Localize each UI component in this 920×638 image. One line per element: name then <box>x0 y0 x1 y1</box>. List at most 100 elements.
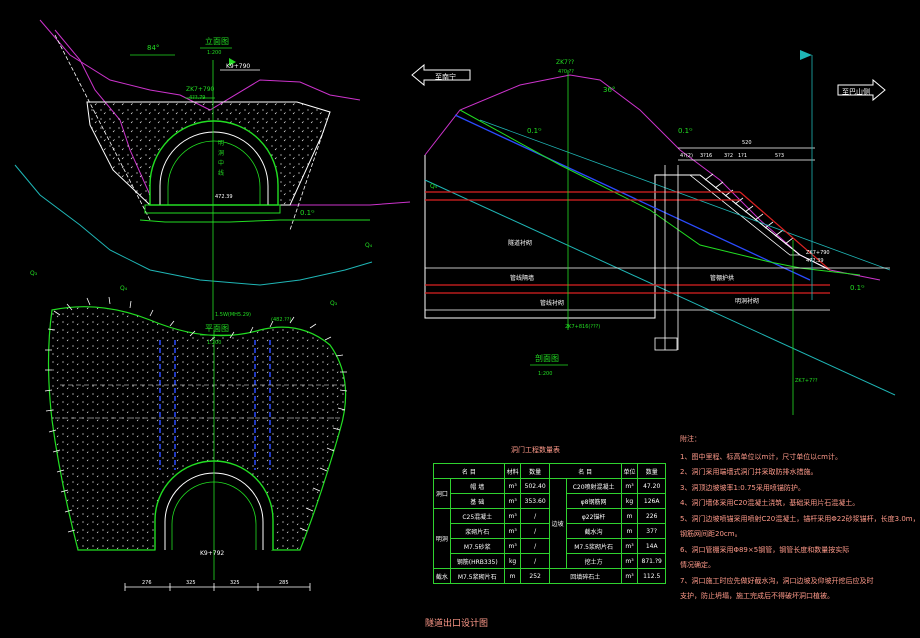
table-cell: 126A <box>637 493 666 509</box>
table-cell: m³ <box>620 478 639 494</box>
table-cell: 14A <box>637 538 666 554</box>
labels: 立面图 1:200 84° K9+790 ZK7+790 4??.79 472.… <box>30 36 870 629</box>
note-line: 4、洞门墙体采用C20混凝土浇筑，基础采用片石混凝土。 <box>680 499 860 507</box>
table-row: 洞口 帽 墙 m³ 502.40 边坡 C20喷射混凝土 m³ 47.20 <box>433 478 666 569</box>
notes-title: 附注： <box>680 435 701 443</box>
table-cell: 帽 墙 <box>449 478 505 494</box>
elevation-rock: Q₃ <box>30 270 38 277</box>
tunnel-arch-inner <box>159 131 269 205</box>
slope-line-left <box>54 34 151 221</box>
center-label: 中 <box>218 159 224 167</box>
elevation-left-station: ZK7+790 <box>186 86 215 93</box>
table-cell: φ22锚杆 <box>565 508 622 524</box>
table-row: 基 础 m³ 353.60 φ8钢筋网 kg 126A <box>434 493 666 509</box>
table-cell: 226 <box>637 508 666 524</box>
table-cell: kg <box>620 493 639 509</box>
table-row: 明洞 C25混凝土 m³ / φ22锚杆 m 226 <box>433 508 666 569</box>
flag-icon <box>229 58 236 66</box>
table-cell: m³ <box>503 523 522 539</box>
section-bottom-station: 2K7+816(???) <box>565 324 600 330</box>
flag-icon <box>800 50 812 60</box>
table-cell: 基 础 <box>449 493 505 509</box>
note-line: 1、图中里程、标高单位以m计，尺寸单位以cm计。 <box>680 452 842 461</box>
section-station-top: ZK7?? <box>556 59 574 66</box>
table-cell: kg <box>503 553 522 569</box>
table-cell: 502.40 <box>520 478 550 494</box>
table-cell: / <box>520 523 550 539</box>
section-dim: 3?16 <box>700 153 712 159</box>
section-right-elev: 472.39 <box>806 258 824 264</box>
table-row: M7.5砂浆 m³ / M7.5浆砌片石 m³ 14A <box>434 538 666 554</box>
rock-line <box>14 164 373 286</box>
blue-line <box>454 114 811 281</box>
tunnel-arch-inner2 <box>167 140 261 205</box>
cyan-line <box>424 179 896 396</box>
table-cell: 明洞 <box>433 508 451 569</box>
table-cell: m³ <box>620 553 639 569</box>
section-dim: 4?(2) <box>680 153 693 159</box>
elevation-slope: 0.1ᴳ <box>300 209 315 217</box>
table-cell: 252 <box>520 568 550 584</box>
table-cell: 洞口 <box>433 478 451 509</box>
plan-title: 平面图 <box>205 324 229 333</box>
table-header: 材料 <box>503 463 522 479</box>
table-cell: 353.60 <box>520 493 550 509</box>
elevation-rock: Q₃ <box>330 300 338 307</box>
table-cell: m³ <box>503 478 522 494</box>
table-cell: / <box>520 553 550 569</box>
plan-dim: 285 <box>279 580 289 586</box>
section-dim-total: 520 <box>742 140 752 146</box>
table-cell: / <box>520 538 550 554</box>
note-line: 5、洞门边坡喷锚采用喷射C20混凝土，锚杆采用Φ22砂浆锚杆，长度3.0m， <box>680 514 920 523</box>
center-label: 线 <box>218 169 224 177</box>
table-cell: 37? <box>637 523 666 539</box>
table-cell: 截水沟 <box>565 523 622 539</box>
table-header: 名 目 <box>433 463 505 479</box>
note-line: 情况确定。 <box>680 561 715 569</box>
table-cell: m³ <box>503 493 522 509</box>
table-cell: 112.5 <box>637 568 666 584</box>
plan-dim: 325 <box>186 580 196 586</box>
section-label: 明洞衬砌 <box>735 297 759 305</box>
table-cell: φ8钢筋网 <box>565 493 622 509</box>
table-cell: 47.20 <box>637 478 666 494</box>
section-dim: 3?2 <box>724 153 733 159</box>
note-line: 钢筋网间距20cm。 <box>680 530 742 538</box>
section-right-station: ZK7+790 <box>806 250 830 256</box>
elevation-rock: Q₄ <box>365 242 373 249</box>
notes-block: 附注： 1、图中里程、标高单位以m计，尺寸单位以cm计。 2、洞门采用端墙式洞门… <box>680 432 920 605</box>
section-dim: 5?3 <box>775 153 784 159</box>
section-label: 管线衬砌 <box>540 299 564 307</box>
left-arrow-icon <box>411 63 471 87</box>
table-cell: m³ <box>503 508 522 524</box>
drawing-canvas: 立面图 1:200 84° K9+790 ZK7+790 4??.79 472.… <box>14 19 896 629</box>
section-view <box>411 50 896 415</box>
section-dim: 1?1 <box>738 153 747 159</box>
table-cell: C20喷射混凝土 <box>565 478 622 494</box>
plan-station: K9+792 <box>200 550 224 557</box>
note-line: 支护，防止坍塌，施工完成后不得破坏洞口植被。 <box>680 592 834 600</box>
note-line: 6、洞口管棚采用Φ89×5钢管，钢管长度和数量按实际 <box>680 545 850 554</box>
table-cell: C25混凝土 <box>449 508 505 524</box>
table-cell: 边坡 <box>548 478 567 569</box>
elevation-rock: Q₄ <box>120 285 128 292</box>
table-cell: 回填碎石土 <box>548 568 622 584</box>
center-label: 洞 <box>218 149 224 157</box>
section-label: 管线隔墙 <box>510 274 534 282</box>
elevation-elev: 4??.79 <box>189 95 205 101</box>
table-cell: m <box>503 568 522 584</box>
elevation-view <box>14 19 411 320</box>
section-label: Q₄ <box>430 183 438 190</box>
quantity-table: 名 目 材料 数量 名 目 单位 数量 洞口 帽 墙 m³ 502.40 边坡 … <box>433 463 666 584</box>
section-slope-right: 0.1ᴳ <box>678 127 693 135</box>
section-label: 管棚护拱 <box>710 274 734 282</box>
table-cell: m³ <box>503 538 522 554</box>
plan-scale: 1:200 <box>207 340 221 346</box>
table-cell: m³ <box>620 568 639 584</box>
section-slope-right-2: 0.1ᴳ <box>850 284 865 292</box>
section-label: 隧道衬砌 <box>508 239 532 247</box>
table-header: 数量 <box>520 463 550 479</box>
table-header-row: 名 目 材料 数量 名 目 单位 数量 <box>433 463 666 479</box>
elevation-station: K9+790 <box>226 63 250 70</box>
section-angle: 36° <box>603 86 615 94</box>
